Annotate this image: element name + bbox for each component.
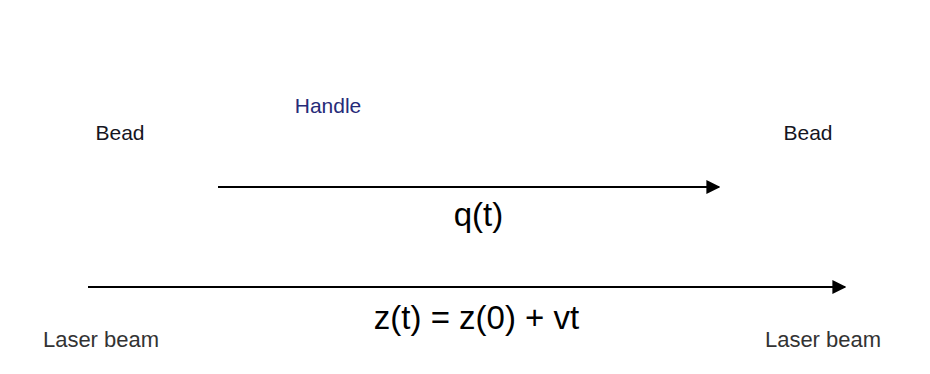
bead-circle: Bead <box>722 38 918 234</box>
dimension-arrow <box>218 186 719 188</box>
beam-shape <box>0 0 176 374</box>
beam-axis <box>87 38 88 234</box>
linker-pentagon <box>233 130 252 150</box>
bead-circle: Bead <box>22 38 218 234</box>
beam-axis <box>87 0 88 320</box>
helix-strand <box>412 134 432 147</box>
beam-outline <box>721 0 930 374</box>
bead-label: Bead <box>783 121 832 145</box>
label-holder: q(t) <box>454 196 504 234</box>
linker-pentagon <box>686 130 705 150</box>
unfolded-strand <box>432 92 540 141</box>
dimension-label: q(t) <box>454 196 504 234</box>
dimension-label: z(t) = z(0) + vt <box>374 299 579 337</box>
laser-beam: BeadLaser beam <box>763 0 930 374</box>
beam-outline <box>0 0 215 374</box>
helix-strand <box>412 134 432 147</box>
helix-strand <box>562 134 685 146</box>
helix-strand <box>252 134 411 146</box>
attachment-block <box>218 112 234 156</box>
bead-outline <box>23 39 217 233</box>
beam-axis <box>847 0 848 320</box>
helix-strand <box>540 134 561 147</box>
helix-strand <box>252 134 411 146</box>
helix-strand <box>540 134 561 147</box>
dimension-arrow <box>88 286 845 288</box>
bead-label: Bead <box>95 121 144 145</box>
bead-outline <box>723 39 917 233</box>
beam-shape <box>763 0 930 374</box>
attachment-block <box>704 112 720 156</box>
beam-label: Laser beam <box>43 327 159 352</box>
label-holder: z(t) = z(0) + vt <box>374 299 579 337</box>
part-label: Handle <box>295 94 362 118</box>
beam-axis <box>847 38 848 234</box>
dimension-tick <box>217 156 219 196</box>
label-holder: Handle <box>295 94 362 118</box>
beam-label: Laser beam <box>765 327 881 352</box>
dna-handle <box>252 134 685 147</box>
laser-beam: BeadLaser beam <box>0 0 176 374</box>
helix-strand <box>562 134 685 146</box>
